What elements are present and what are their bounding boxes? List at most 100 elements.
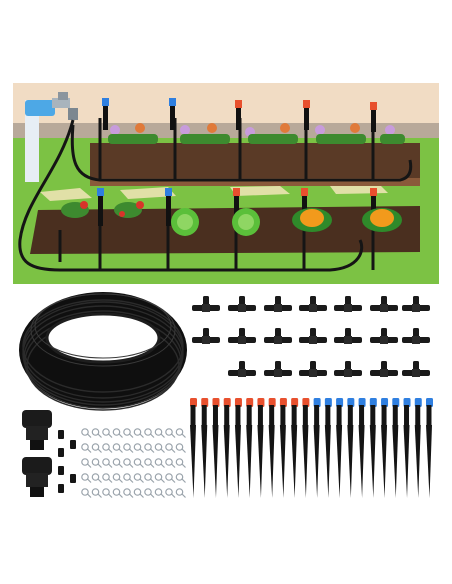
dripper-stake-icon — [426, 398, 433, 498]
tube-clip-icon — [123, 473, 134, 483]
pumpkin-icon — [292, 208, 402, 232]
tube-clip-icon — [81, 443, 92, 453]
tube-clip-icon — [175, 488, 186, 498]
dripper-icon — [103, 100, 108, 130]
tube-clip-icon — [144, 428, 155, 438]
dripper-stake-icon — [358, 398, 366, 498]
tube-clip-icon — [102, 458, 113, 468]
tube-clip-icon — [112, 458, 123, 468]
dripper-icon — [370, 102, 377, 110]
dripper-stake-icon — [336, 398, 344, 498]
tube-clip-icon — [123, 458, 134, 468]
tube-clip-icon — [112, 488, 123, 498]
tee-connector-icon — [264, 328, 292, 344]
dripper-icon — [236, 102, 241, 130]
tube-clip-icon — [81, 473, 92, 483]
tubing-coil-icon — [19, 292, 187, 411]
dripper-icon — [304, 102, 309, 130]
dripper-stake-icon — [403, 398, 411, 498]
tube-clip-icon — [165, 458, 176, 468]
tube-clip-icon — [144, 443, 155, 453]
dripper-stake-icon — [234, 398, 242, 498]
dripper-stake-icon — [268, 398, 276, 498]
tube-clip-icon — [81, 488, 92, 498]
tee-connector-icon — [264, 296, 292, 312]
tube-clip-icon — [123, 488, 134, 498]
tube-clip-icon — [133, 488, 144, 498]
dripper-stake-icon — [279, 398, 287, 498]
cabbage-icon — [171, 208, 260, 236]
tube-clip-icon — [102, 443, 113, 453]
tube-clip-icon — [144, 473, 155, 483]
tee-connector-icon — [264, 361, 292, 377]
dripper-stake-icon — [223, 398, 231, 498]
tube-clip-icon — [144, 458, 155, 468]
tube-clip-icon — [175, 473, 186, 483]
tube-clip-icon — [102, 473, 113, 483]
tube-clip-icon — [175, 428, 186, 438]
tube-clip-icon — [91, 443, 102, 453]
dripper-stake-icon — [392, 398, 400, 498]
tube-clip-icon — [112, 428, 123, 438]
dripper-icon — [303, 100, 310, 108]
tube-clip-icon — [165, 473, 176, 483]
tube-clip-icon — [165, 443, 176, 453]
tee-connector-icon — [334, 328, 362, 344]
dripper-stake-icon — [347, 398, 355, 498]
tube-clip-icon — [102, 428, 113, 438]
tube-clip-icon — [165, 428, 176, 438]
dripper-stake-icon — [246, 398, 254, 498]
tube-clip-icon — [91, 488, 102, 498]
dripper-stake-icon — [201, 398, 209, 498]
tee-connector-icon — [370, 296, 398, 312]
flower-icon-group — [108, 123, 405, 144]
tube-clip-icon — [81, 428, 92, 438]
tube-clip-icon — [112, 473, 123, 483]
tube-clip-icon — [123, 428, 134, 438]
upper-raised-bed — [90, 143, 420, 186]
garden-scene — [13, 83, 439, 284]
dripper-stake-icon — [190, 398, 197, 498]
tube-clip-icon — [133, 458, 144, 468]
tube-clip-icon — [154, 428, 165, 438]
tee-connector-group — [192, 296, 430, 377]
tee-connector-icon — [402, 328, 430, 344]
dripper-icon — [169, 98, 176, 106]
dripper-stake-group — [190, 398, 433, 498]
tube-clip-icon — [144, 488, 155, 498]
tee-connector-icon — [370, 328, 398, 344]
tube-clip-icon — [81, 458, 92, 468]
tube-clip-icon — [165, 488, 176, 498]
tee-connector-icon — [402, 361, 430, 377]
dripper-stake-icon — [414, 398, 422, 498]
dripper-icon — [170, 100, 175, 130]
tube-clip-icon — [91, 428, 102, 438]
tube-clip-icon — [133, 473, 144, 483]
tee-connector-icon — [192, 328, 220, 344]
tube-clip-icon — [102, 488, 113, 498]
dripper-stake-icon — [313, 398, 321, 498]
tee-connector-icon — [228, 296, 256, 312]
wall-background — [13, 83, 439, 125]
tee-connector-icon — [228, 361, 256, 377]
lower-dripper-row — [97, 188, 377, 226]
tube-clip-icon — [154, 473, 165, 483]
faucet-adapter-icon — [22, 410, 52, 497]
tube-clip-icon — [175, 443, 186, 453]
dripper-stake-icon — [291, 398, 299, 498]
tee-connector-icon — [402, 296, 430, 312]
tube-clip-icon — [91, 458, 102, 468]
tube-clip-icon — [112, 443, 123, 453]
tee-connector-icon — [334, 296, 362, 312]
dripper-stake-icon — [324, 398, 332, 498]
tube-clip-group — [81, 428, 186, 498]
dripper-stake-icon — [302, 398, 310, 498]
tube-clip-icon — [123, 443, 134, 453]
tee-connector-icon — [228, 328, 256, 344]
tube-clip-icon — [91, 473, 102, 483]
tee-connector-icon — [299, 361, 327, 377]
tube-clip-icon — [154, 458, 165, 468]
tee-connector-icon — [334, 361, 362, 377]
tee-connector-icon — [299, 296, 327, 312]
